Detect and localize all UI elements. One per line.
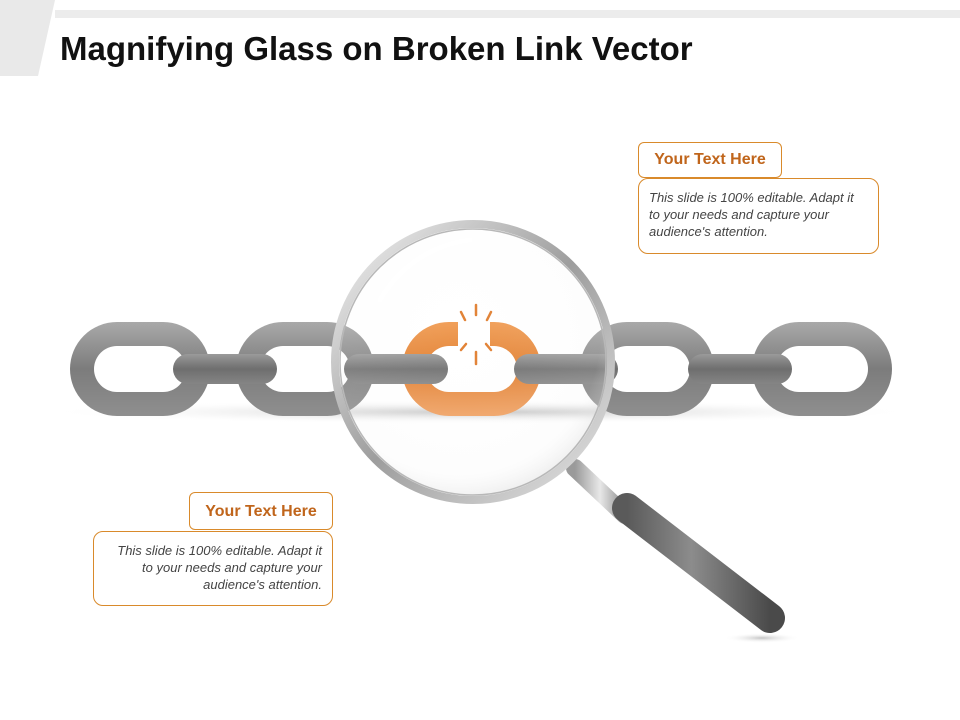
handle-shadow (724, 633, 800, 643)
magnifying-glass-icon (331, 220, 785, 633)
callout-body-bottom: This slide is 100% editable. Adapt it to… (93, 531, 333, 606)
callout-body-top: This slide is 100% editable. Adapt it to… (638, 178, 879, 254)
chain-link-1 (70, 322, 210, 416)
callout-label-top: Your Text Here (638, 142, 782, 178)
header-band (0, 0, 960, 76)
chain-connector-4 (688, 354, 792, 384)
chain-connector-1 (173, 354, 277, 384)
slide-title: Magnifying Glass on Broken Link Vector (60, 30, 693, 67)
chain-link-5 (752, 322, 892, 416)
callout-label-bottom: Your Text Here (189, 492, 333, 530)
